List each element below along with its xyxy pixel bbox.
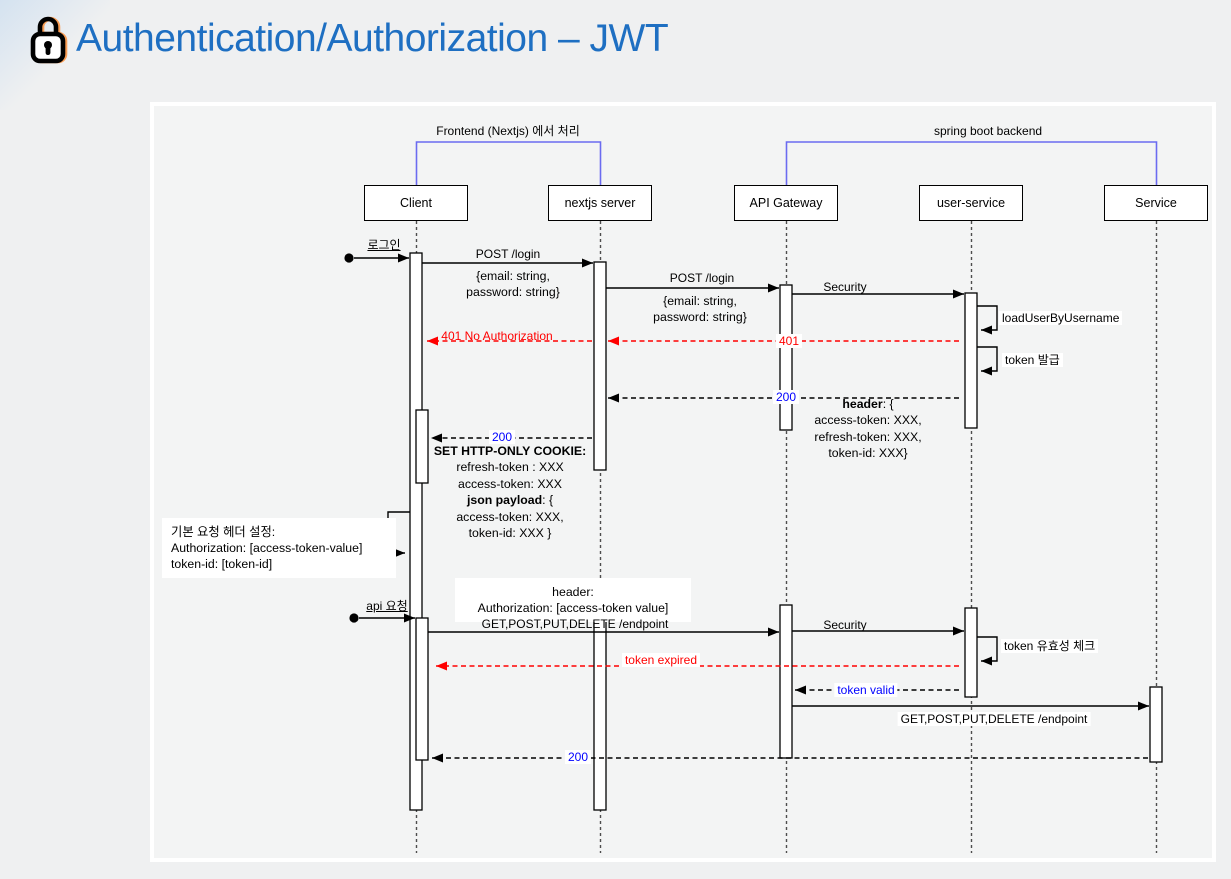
- participant-nextjs-server: nextjs server: [548, 185, 652, 221]
- participant-nextjs-server-label: nextjs server: [564, 196, 636, 210]
- token-expired-label: token expired: [621, 653, 701, 667]
- lock-icon: [30, 16, 66, 64]
- participant-service: Service: [1104, 185, 1208, 221]
- activation-client-cookie: [415, 409, 429, 484]
- group-brackets: [415, 141, 1158, 185]
- activation-bars: [409, 252, 1163, 811]
- activation-client-api: [415, 617, 429, 761]
- found-message-dot-api: [349, 613, 359, 623]
- unauthorized-code-label: 401: [775, 334, 803, 348]
- call-arrows: [344, 253, 1149, 711]
- request-header-note: header: Authorization: [access-token val…: [455, 578, 691, 622]
- participant-user-service: user-service: [919, 185, 1023, 221]
- found-message-dot-login: [344, 253, 354, 263]
- activation-gateway-api: [779, 604, 793, 759]
- post-login-gateway-label: POST /login: [669, 271, 735, 285]
- backend-group-label: spring boot backend: [933, 124, 1043, 138]
- post-login-client-body: {email: string, password: string}: [466, 269, 560, 300]
- activation-user-service-check: [964, 607, 978, 698]
- token-header-note: header: { access-token: XXX, refresh-tok…: [814, 397, 922, 461]
- set-cookie-note: SET HTTP-ONLY COOKIE: refresh-token : XX…: [433, 444, 587, 541]
- security-login-label: Security: [823, 280, 867, 294]
- post-login-gateway-body: {email: string, password: string}: [653, 294, 747, 325]
- frontend-group-label: Frontend (Nextjs) 에서 처리: [436, 124, 580, 138]
- login-trigger-label: 로그인: [367, 238, 401, 252]
- endpoint-request-label: GET,POST,PUT,DELETE /endpoint: [481, 617, 669, 631]
- participant-api-gateway-label: API Gateway: [749, 196, 823, 210]
- participant-service-label: Service: [1135, 196, 1177, 210]
- unauthorized-label: 401 No Authorization: [441, 329, 553, 343]
- title-row: Authentication/Authorization – JWT: [28, 14, 669, 64]
- backend-group-bracket: [785, 141, 1158, 185]
- api-request-trigger-label: api 요청: [366, 599, 408, 613]
- token-issue-label: token 발급: [1002, 353, 1063, 367]
- activation-service: [1149, 686, 1163, 763]
- token-check-label: token 유효성 체크: [1001, 639, 1099, 653]
- diagram-panel: [150, 102, 1216, 862]
- post-login-client-label: POST /login: [475, 247, 541, 261]
- self-loop-token-check: [977, 636, 998, 666]
- activation-gateway-login: [779, 284, 793, 431]
- security-check-label: Security: [823, 618, 867, 632]
- ok-gateway-label: 200: [772, 390, 800, 404]
- participant-client: Client: [364, 185, 468, 221]
- frontend-group-bracket: [415, 141, 602, 185]
- ok-final-label: 200: [564, 750, 592, 764]
- ok-client-label: 200: [488, 430, 516, 444]
- participant-client-label: Client: [400, 196, 432, 210]
- error-arrows: [427, 336, 959, 671]
- participant-api-gateway: API Gateway: [734, 185, 838, 221]
- self-loop-load-user: [977, 305, 998, 335]
- self-loop-token-issue: [977, 346, 998, 376]
- activation-nextjs-login: [593, 261, 607, 471]
- activation-user-service-login: [964, 292, 978, 429]
- participant-user-service-label: user-service: [936, 196, 1006, 210]
- default-headers-note: 기본 요청 헤더 설정: Authorization: [access-toke…: [162, 518, 396, 578]
- load-user-label: loadUserByUsername: [999, 311, 1123, 325]
- token-valid-label: token valid: [834, 683, 898, 697]
- page-title: Authentication/Authorization – JWT: [76, 17, 669, 60]
- endpoint-forward-label: GET,POST,PUT,DELETE /endpoint: [897, 712, 1091, 726]
